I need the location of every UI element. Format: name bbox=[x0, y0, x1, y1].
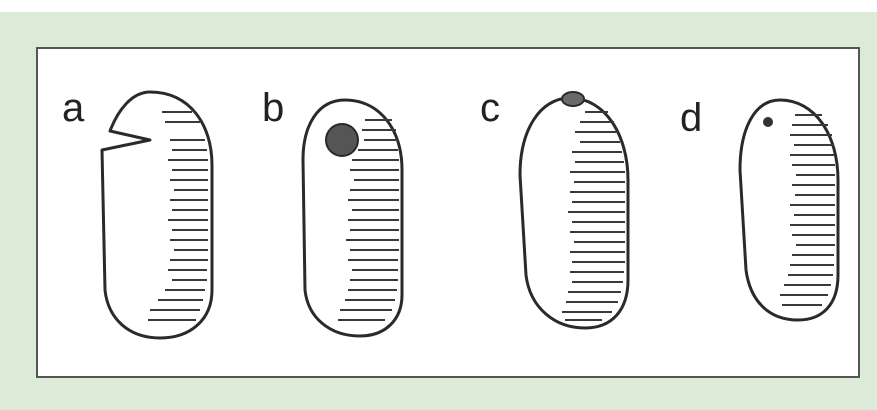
label-a: a bbox=[62, 88, 84, 128]
label-c: c bbox=[480, 88, 500, 128]
seed-d-spot bbox=[763, 117, 773, 127]
seed-b bbox=[303, 100, 402, 336]
label-d: d bbox=[680, 98, 702, 138]
seed-a bbox=[102, 92, 212, 338]
seed-b-spot bbox=[326, 124, 358, 156]
seed-c-spot bbox=[562, 92, 584, 106]
seed-d bbox=[740, 100, 838, 320]
seed-c bbox=[520, 92, 628, 328]
label-b: b bbox=[262, 88, 284, 128]
